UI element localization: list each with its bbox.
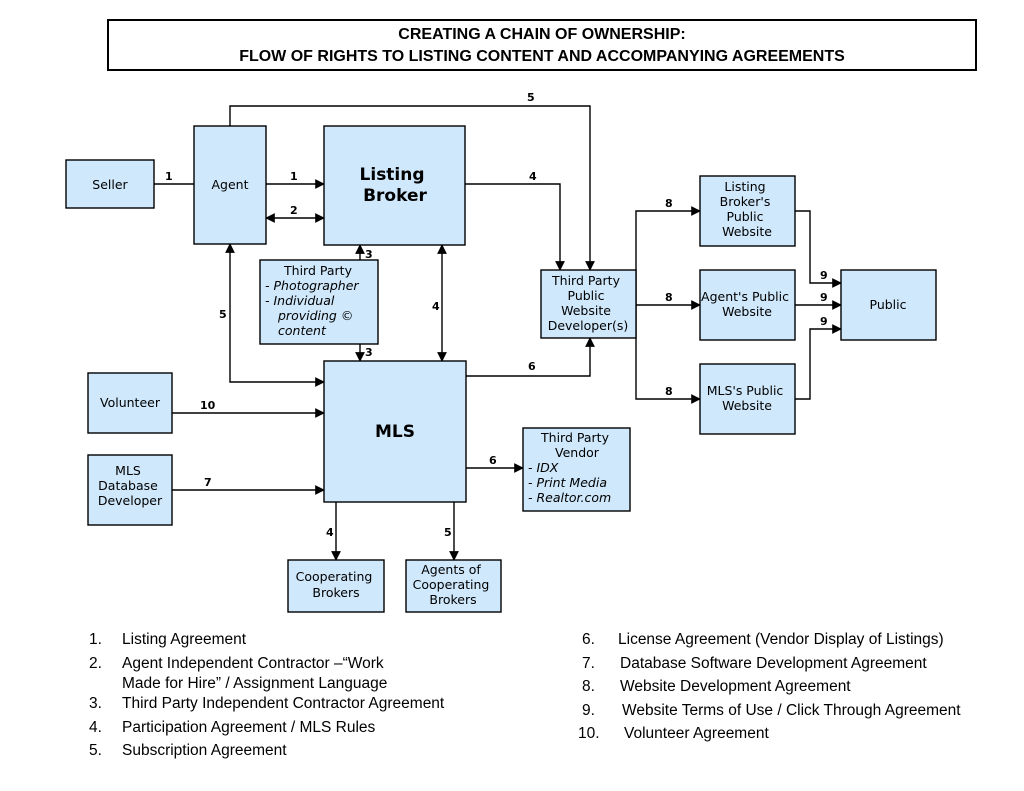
listing-broker-site-box [699, 175, 796, 247]
edge-label: 9 [820, 291, 828, 304]
listing-broker-box [323, 125, 466, 246]
agents-cooperating-brokers-label: Agents of Cooperating Brokers [413, 562, 494, 607]
edge-label: 4 [326, 526, 334, 539]
legend-item: 8.Website Development Agreement [582, 678, 851, 695]
listing-broker-label: Listing Broker [360, 165, 431, 206]
legend-item: 3.Third Party Independent Contractor Agr… [89, 694, 445, 712]
volunteer-box [87, 372, 173, 434]
edge-label: 8 [665, 385, 673, 398]
web-developer-box [540, 269, 637, 339]
agents-cooperating-brokers-box [405, 559, 502, 613]
edge-label: 1 [290, 170, 298, 183]
edge-agent-mls [225, 243, 325, 387]
edge-label: 5 [219, 308, 227, 321]
agent-label: Agent [212, 177, 249, 192]
mls-label: MLS [375, 422, 415, 442]
volunteer-label: Volunteer [100, 395, 161, 410]
mls-site-label: MLS's Public Website [707, 383, 788, 413]
edge-broker-webdev [465, 183, 565, 271]
agent-box [193, 125, 267, 245]
agent-site-box [699, 269, 796, 341]
edge-label: 3 [365, 346, 373, 359]
public-box [840, 269, 937, 341]
edge-label: 8 [665, 197, 673, 210]
box-texts: Seller Agent Listing Broker Third Party … [92, 165, 906, 607]
edge-label: 3 [365, 248, 373, 261]
public-label: Public [870, 297, 907, 312]
third-party-photographer-box [259, 259, 379, 345]
edge-label: 7 [204, 476, 212, 489]
boxes [65, 125, 937, 613]
edge-label: 4 [432, 300, 440, 313]
legend-item: 1.Listing Agreement [89, 631, 247, 648]
legend-right: 6.License Agreement (Vendor Display of L… [578, 628, 961, 746]
edge-label: 9 [820, 269, 828, 282]
edge-label: 6 [489, 454, 497, 467]
legend-item-continuation: Made for Hire” / Assignment Language [122, 674, 388, 692]
third-party-vendor-box [522, 427, 631, 512]
edge-label: 1 [165, 170, 173, 183]
legend-item: 4.Participation Agreement / MLS Rules [89, 718, 376, 736]
legend-item: 9.Website Terms of Use / Click Through A… [582, 701, 961, 719]
edge-label: 2 [290, 204, 298, 217]
edge-agent-webdev [229, 105, 595, 271]
web-developer-label: Third Party Public Website Developer(s) [548, 273, 629, 333]
legend-item: 2.Agent Independent Contractor –“Work [89, 654, 384, 672]
legend-item: 5.Subscription Agreement [89, 742, 287, 759]
edge-label: 6 [528, 360, 536, 373]
edge-label: 5 [444, 526, 452, 539]
legend-item: 10.Volunteer Agreement [578, 725, 769, 742]
third-party-photographer-heading: Third Party [283, 263, 353, 278]
legend-left: 1.Listing Agreement 2.Agent Independent … [89, 628, 444, 763]
edge-label: 5 [527, 91, 535, 104]
mls-db-developer-box [87, 454, 173, 526]
edge-brokersite-public [795, 210, 842, 288]
title-box: CREATING A CHAIN OF OWNERSHIP: FLOW OF R… [107, 19, 977, 71]
mls-site-box [699, 363, 796, 435]
edge-label: 10 [200, 399, 216, 412]
legend-item: 7.Database Software Development Agreemen… [582, 654, 927, 672]
edge-label: 9 [820, 315, 828, 328]
edge-mls-webdev [466, 337, 595, 377]
third-party-vendor-heading: Third Party Vendor [540, 430, 613, 460]
third-party-vendor-items: - IDX - Print Media - Realtor.com [528, 460, 611, 505]
third-party-photographer-items: - Photographer - Individual providing © … [265, 278, 363, 338]
cooperating-brokers-box [287, 559, 385, 613]
mls-db-developer-label: MLS Database Developer [98, 463, 163, 508]
edge-mlssite-public [795, 324, 842, 400]
edge-labels: 1 1 2 3 3 4 4 4 5 5 5 6 6 7 8 8 8 9 9 9 … [165, 91, 828, 539]
mls-box [323, 360, 467, 503]
legend-item: 6.License Agreement (Vendor Display of L… [582, 631, 944, 648]
seller-label: Seller [92, 177, 128, 192]
cooperating-brokers-label: Cooperating Brokers [296, 569, 377, 600]
listing-broker-site-label: Listing Broker's Public Website [720, 179, 775, 239]
title-line-1: CREATING A CHAIN OF OWNERSHIP: [398, 26, 686, 43]
edge-label: 8 [665, 291, 673, 304]
seller-box [65, 159, 155, 209]
edge-label: 4 [529, 170, 537, 183]
title-line-2: FLOW OF RIGHTS TO LISTING CONTENT AND AC… [239, 48, 845, 65]
agent-site-label: Agent's Public Website [701, 289, 793, 319]
